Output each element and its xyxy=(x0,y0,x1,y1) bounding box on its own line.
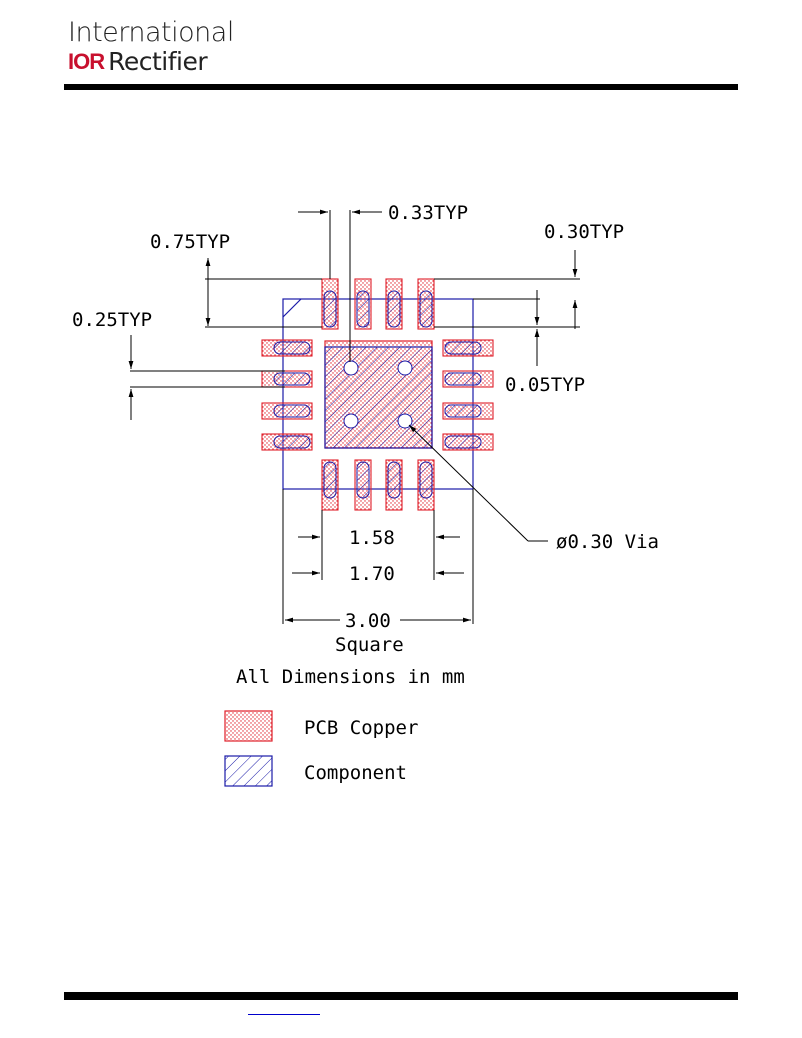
dim-pad-length: 0.75TYP xyxy=(150,231,230,253)
right-pads xyxy=(442,339,494,451)
dimension-lines xyxy=(128,209,580,624)
dim-inner-1: 1.58 xyxy=(349,527,395,549)
legend-swatch-component xyxy=(224,755,273,787)
dimension-units-note: All Dimensions in mm xyxy=(236,666,465,688)
dim-inner-2: 1.70 xyxy=(349,563,395,585)
left-pads xyxy=(261,339,313,451)
footer-link[interactable] xyxy=(248,1006,320,1015)
dim-via-label: ø0.30 Via xyxy=(556,531,659,553)
dim-pad-spacing: 0.30TYP xyxy=(544,221,624,243)
via-hole xyxy=(397,360,413,376)
via-hole xyxy=(343,360,359,376)
company-logo: International IOR Rectifier xyxy=(68,18,234,76)
dim-pitch: 0.25TYP xyxy=(72,309,152,331)
legend-label-copper: PCB Copper xyxy=(304,717,418,739)
logo-text-rectifier: Rectifier xyxy=(108,47,208,76)
logo-text-international: International xyxy=(68,17,234,48)
legend: PCB Copper Component xyxy=(224,710,418,787)
dim-outer-note: Square xyxy=(335,634,404,656)
via-hole xyxy=(397,413,413,429)
bottom-pads xyxy=(321,459,435,511)
dim-outer: 3.00 xyxy=(345,610,391,632)
dim-pad-width: 0.33TYP xyxy=(388,202,468,224)
thermal-pad-component xyxy=(324,346,433,449)
logo-line-rectifier: IOR Rectifier xyxy=(68,48,234,76)
legend-label-component: Component xyxy=(304,762,407,784)
dim-pad-offset: 0.05TYP xyxy=(505,374,585,396)
via-hole xyxy=(343,413,359,429)
header-rule xyxy=(64,84,738,90)
legend-swatch-copper xyxy=(224,710,273,742)
pin1-chamfer xyxy=(282,298,302,318)
top-pads xyxy=(321,278,435,330)
ior-logo-mark: IOR xyxy=(68,49,105,74)
footer-rule xyxy=(64,992,738,1000)
component-outline xyxy=(282,298,474,490)
